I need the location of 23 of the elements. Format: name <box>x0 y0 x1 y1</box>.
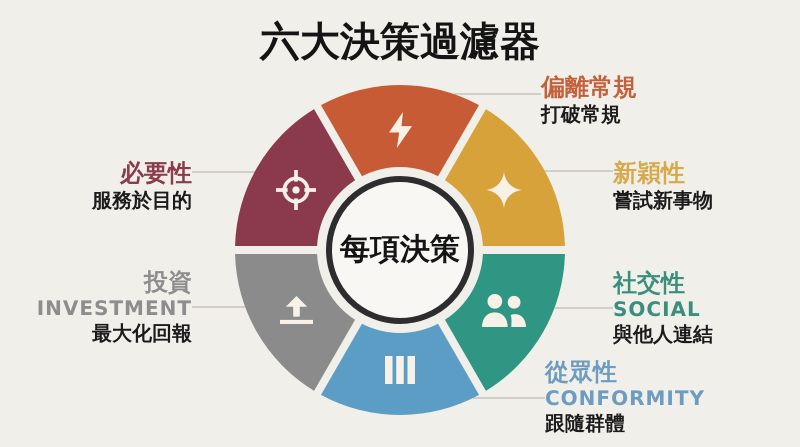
center-circle: 每項決策 <box>326 176 474 324</box>
english-term: SOCIAL <box>613 297 701 321</box>
category-heading: 必要性 <box>120 159 192 187</box>
leader-line <box>554 307 613 309</box>
category-heading: 從眾性 <box>545 358 617 386</box>
english-term: INVESTMENT <box>36 296 192 320</box>
description-text: 跟隨群體 <box>545 410 625 436</box>
leader-line <box>472 397 545 399</box>
category-heading: 投資 <box>144 268 192 296</box>
english-term: CONFORMITY <box>545 386 705 410</box>
description-text: 打破常規 <box>541 101 621 127</box>
description-text: 與他人連結 <box>613 321 713 347</box>
title: 六大決策過濾器 <box>260 18 540 67</box>
description-text: 嘗試新事物 <box>613 187 713 213</box>
category-heading: 社交性 <box>613 269 685 297</box>
category-heading: 新穎性 <box>613 159 685 187</box>
leader-line <box>544 170 613 172</box>
leader-line <box>192 306 246 308</box>
description-text: 最大化回報 <box>92 320 192 346</box>
leader-line <box>192 171 255 173</box>
category-heading: 偏離常規 <box>541 73 637 101</box>
description-text: 服務於目的 <box>92 187 192 213</box>
leader-line <box>454 93 541 95</box>
